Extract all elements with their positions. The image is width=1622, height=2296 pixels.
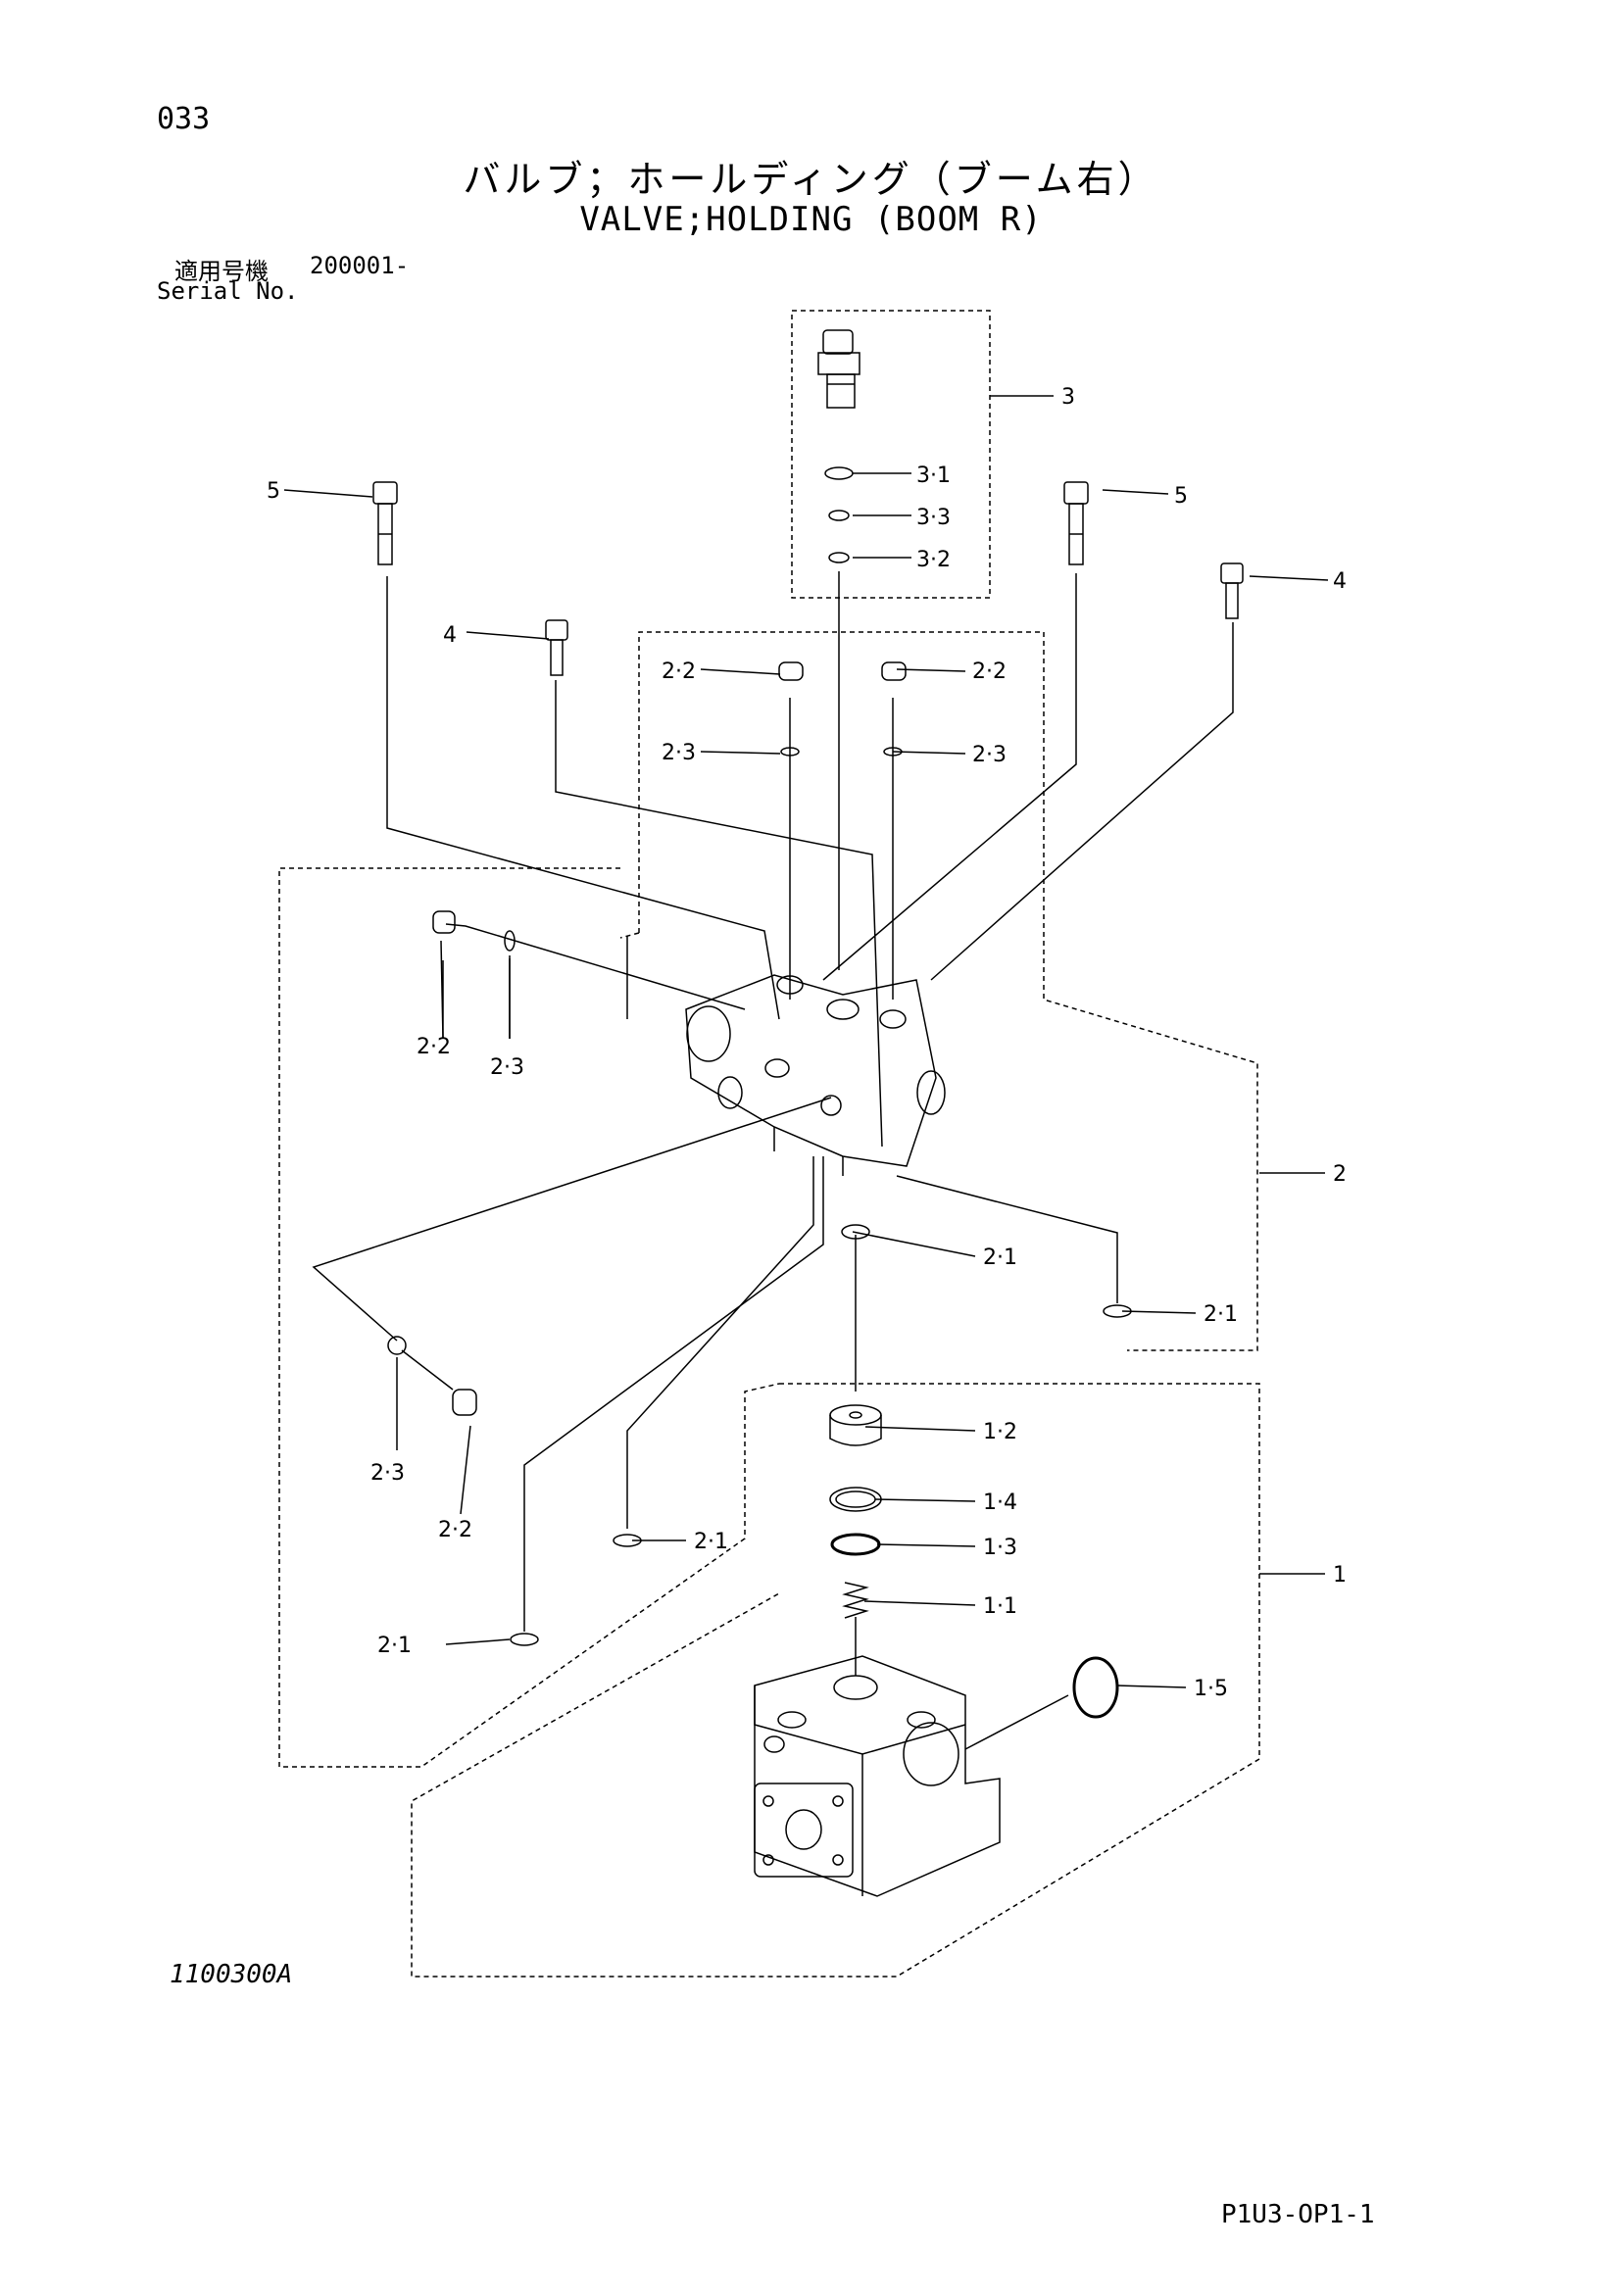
seals-2-1 xyxy=(510,1224,1132,1646)
callout-4-right: 4 xyxy=(1333,569,1347,594)
callout-1-5: 1·5 xyxy=(1194,1677,1228,1701)
callout-1-2: 1·2 xyxy=(983,1420,1017,1444)
callout-1-4: 1·4 xyxy=(983,1490,1017,1515)
callout-2-3-b: 2·3 xyxy=(972,743,1007,767)
page-code: P1U3-OP1-1 xyxy=(1221,2200,1375,2229)
figure-code: 1100300A xyxy=(170,1960,293,1989)
callout-1-3: 1·3 xyxy=(983,1536,1017,1560)
callout-5-right: 5 xyxy=(1174,484,1188,509)
callout-3: 3 xyxy=(1061,385,1075,410)
callout-2-1-a: 2·1 xyxy=(983,1246,1017,1270)
socket-bolt-right xyxy=(1063,481,1089,565)
group-box-2-lower xyxy=(278,867,780,1768)
callout-1-1: 1·1 xyxy=(983,1594,1017,1619)
valve-block-upper xyxy=(685,974,946,1176)
o-rings-3 xyxy=(824,466,854,563)
callout-1: 1 xyxy=(1333,1563,1347,1588)
title-english: VALVE;HOLDING (BOOM R) xyxy=(579,200,1043,239)
leader-lines xyxy=(283,395,1329,1750)
callout-2-1-b: 2·1 xyxy=(1204,1302,1238,1327)
page-number: 033 xyxy=(157,102,211,136)
short-bolt-left xyxy=(545,619,568,676)
callout-3-2: 3·2 xyxy=(916,548,951,572)
callout-2-3-d: 2·3 xyxy=(370,1461,405,1486)
spring-part xyxy=(842,1582,869,1619)
group-box-3 xyxy=(791,310,991,599)
group-box-1 xyxy=(411,1383,1260,1978)
title-japanese: バルブ；ホールディング（ブーム右） xyxy=(463,158,1159,201)
valve-housing-1 xyxy=(754,1655,1001,1897)
callout-2-1-d: 2·1 xyxy=(377,1634,412,1658)
socket-bolt-left xyxy=(372,481,398,565)
relief-valve-part xyxy=(817,329,860,409)
poppet-part xyxy=(829,1404,882,1446)
serial-label-japanese: 適用号機 xyxy=(174,258,269,285)
plugs-and-rings-2 xyxy=(387,661,907,1416)
callout-2: 2 xyxy=(1333,1162,1347,1187)
group-box-2 xyxy=(619,631,1258,1351)
callout-2-2-a: 2·2 xyxy=(662,659,696,684)
short-bolt-right xyxy=(1220,562,1244,619)
callout-2-2-c: 2·2 xyxy=(417,1035,451,1059)
callout-2-2-b: 2·2 xyxy=(972,659,1007,684)
callout-3-3: 3·3 xyxy=(916,506,951,530)
callout-4-left: 4 xyxy=(443,623,457,648)
callout-2-3-a: 2·3 xyxy=(662,741,696,765)
callout-3-1: 3·1 xyxy=(916,464,951,488)
callout-labels: 3 3·1 3·3 3·2 5 5 4 4 2·2 2·2 2·3 2·3 2·… xyxy=(267,385,1347,1701)
callout-2-2-d: 2·2 xyxy=(438,1518,472,1542)
backup-rings-1 xyxy=(829,1487,882,1556)
callout-2-3-c: 2·3 xyxy=(490,1055,524,1080)
serial-number: 200001- xyxy=(310,252,410,279)
serial-label-english: Serial No. xyxy=(157,277,299,305)
callout-5-left: 5 xyxy=(267,479,280,504)
large-o-ring-1-5 xyxy=(1072,1656,1119,1719)
callout-2-1-c: 2·1 xyxy=(694,1530,728,1554)
